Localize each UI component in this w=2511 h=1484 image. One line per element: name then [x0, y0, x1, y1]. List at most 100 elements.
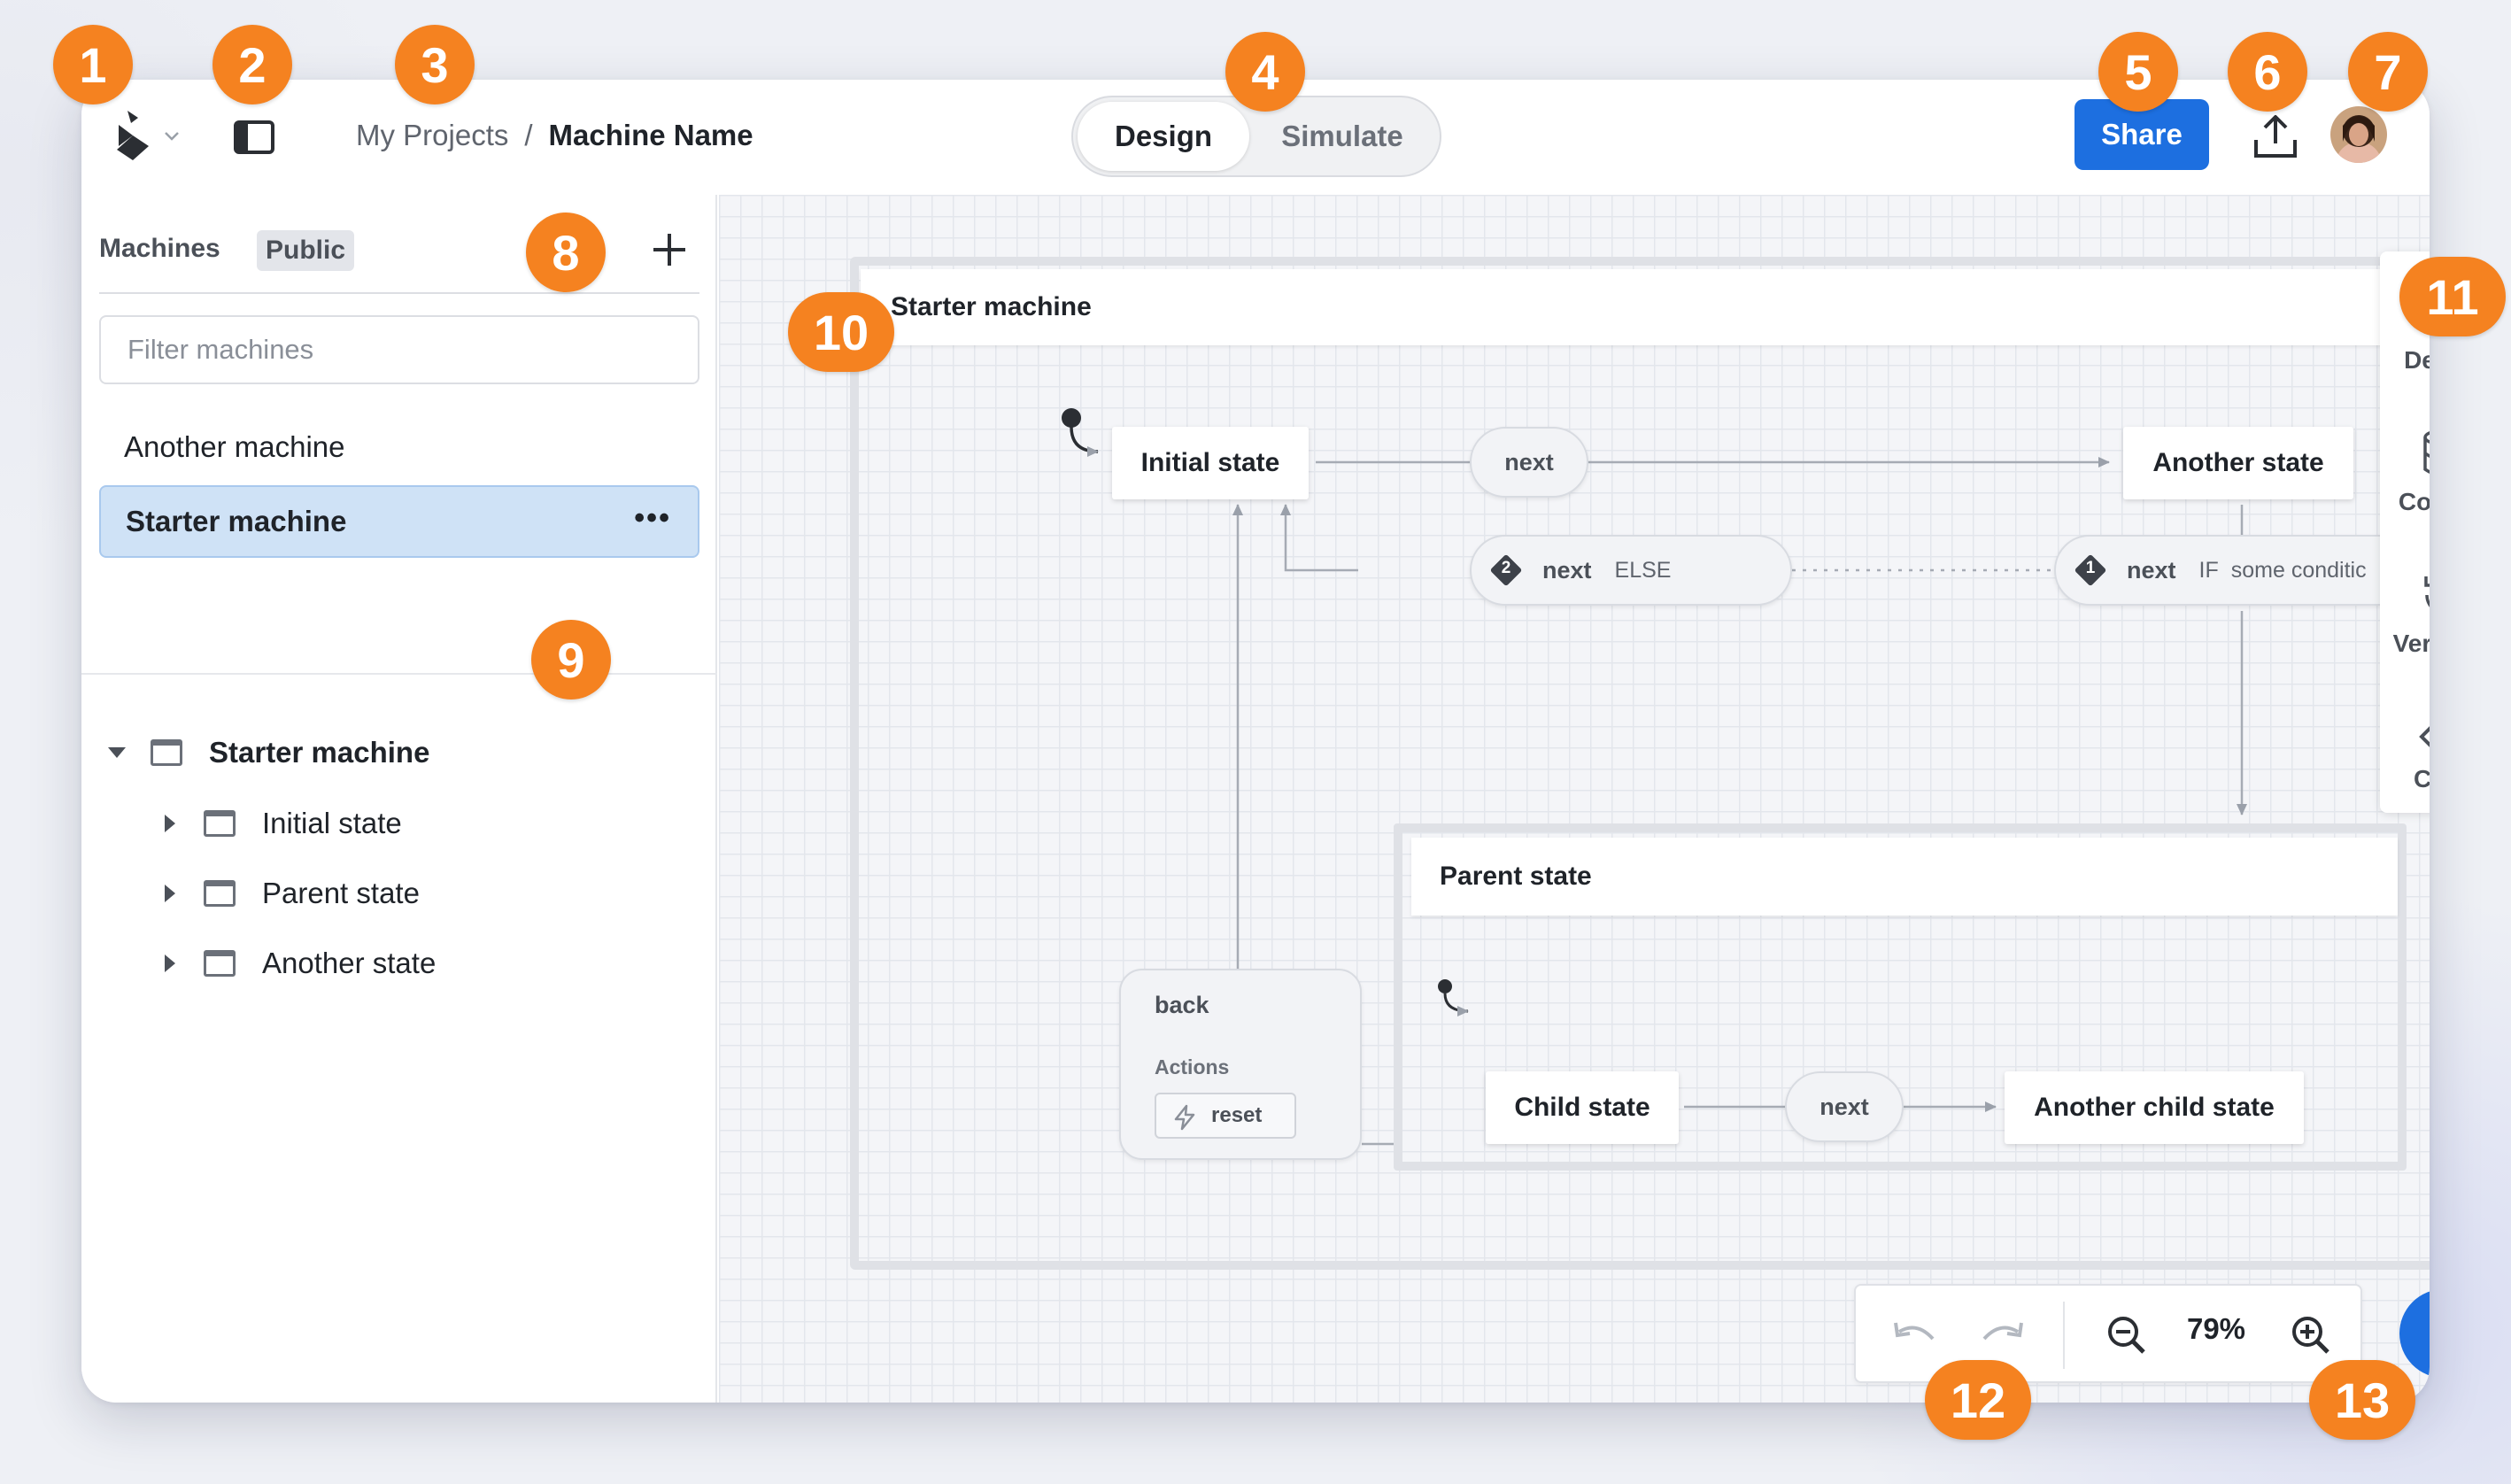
- breadcrumb-separator: /: [524, 119, 533, 151]
- state-child[interactable]: Child state: [1486, 1071, 1679, 1144]
- state-parent[interactable]: Parent state: [1411, 838, 2398, 916]
- state-another-child[interactable]: Another child state: [2005, 1071, 2304, 1144]
- event-child-next[interactable]: next: [1785, 1071, 1904, 1142]
- machine-item-label: Starter machine: [126, 505, 347, 537]
- zoom-in-button[interactable]: [2284, 1309, 2337, 1362]
- logo-menu-button[interactable]: [106, 103, 181, 170]
- tree-item-parent-state[interactable]: Parent state: [152, 869, 420, 918]
- guard-order-icon: 2: [1491, 555, 1521, 585]
- export-button[interactable]: [2242, 103, 2309, 170]
- callout-badge: 3: [395, 25, 475, 104]
- machine-frame: [850, 257, 2430, 1270]
- zoom-out-icon: [2108, 1317, 2145, 1354]
- chevron-down-icon: [165, 132, 179, 141]
- callout-badge: 2: [212, 25, 292, 104]
- event-next-if[interactable]: 1 next IF some conditic: [2054, 535, 2382, 606]
- guard-condition: some conditic: [2230, 557, 2367, 583]
- action-reset[interactable]: reset: [1155, 1093, 1296, 1139]
- caret-right-icon[interactable]: [152, 884, 188, 903]
- undo-icon: [1894, 1322, 1935, 1341]
- state-node-icon: [151, 739, 182, 766]
- zoom-in-icon: [2292, 1317, 2329, 1354]
- caret-down-icon[interactable]: [99, 746, 135, 760]
- tree-root-row[interactable]: Starter machine: [99, 728, 429, 777]
- panel-tab-versions[interactable]: Versions: [2380, 547, 2430, 680]
- parent-state-frame: [1394, 823, 2407, 1171]
- machine-item-starter[interactable]: Starter machine •••: [99, 485, 699, 558]
- guard-order-icon: 1: [2075, 555, 2105, 585]
- tree-root-label: Starter machine: [209, 736, 430, 769]
- code-icon: [2419, 726, 2430, 747]
- right-panel: Details Context Versions: [2380, 251, 2430, 813]
- machine-item-another[interactable]: Another machine: [99, 411, 699, 483]
- callout-badge: 4: [1225, 32, 1305, 112]
- sidebar-divider: [81, 673, 717, 675]
- stately-logo-icon: [117, 111, 149, 160]
- tab-simulate[interactable]: Simulate: [1281, 120, 1403, 152]
- panel-tab-label: Context: [2398, 488, 2430, 515]
- tree-item-initial-state[interactable]: Initial state: [152, 799, 402, 848]
- event-label: next: [1542, 556, 1592, 584]
- state-node-icon: [204, 880, 236, 907]
- more-options-icon[interactable]: •••: [634, 501, 671, 535]
- history-icon: [2424, 576, 2430, 607]
- user-avatar[interactable]: [2330, 106, 2387, 163]
- event-back[interactable]: back Actions reset: [1119, 969, 1362, 1160]
- filter-machines-input[interactable]: [99, 315, 699, 384]
- state-node-icon: [204, 810, 236, 837]
- breadcrumb-projects-link[interactable]: My Projects: [356, 119, 509, 151]
- breadcrumb: My Projects / Machine Name: [356, 113, 753, 158]
- callout-badge: 5: [2098, 32, 2178, 112]
- sidebar-panel-icon: [234, 120, 274, 154]
- plus-icon: [653, 234, 685, 266]
- callout-badge: 11: [2399, 257, 2506, 336]
- transition-wires: [1062, 408, 2247, 1146]
- avatar-image: [2330, 106, 2387, 163]
- callout-badge: 13: [2309, 1360, 2415, 1440]
- breadcrumb-machine-name[interactable]: Machine Name: [548, 119, 753, 151]
- tree-item-label: Parent state: [262, 877, 420, 909]
- sidebar-title: Machines: [99, 234, 220, 263]
- tree-item-another-state[interactable]: Another state: [152, 939, 436, 988]
- action-label: reset: [1211, 1103, 1263, 1127]
- event-label: next: [1820, 1093, 1869, 1120]
- machine-title[interactable]: Starter machine: [861, 269, 2430, 345]
- tab-design[interactable]: Design: [1078, 102, 1249, 171]
- machines-sidebar: Machines Public Another machine Starter …: [81, 195, 717, 1403]
- upload-icon: [2254, 115, 2297, 158]
- zoom-out-button[interactable]: [2100, 1309, 2153, 1362]
- caret-right-icon[interactable]: [152, 954, 188, 973]
- sidebar-toggle-button[interactable]: [232, 115, 276, 159]
- state-another[interactable]: Another state: [2123, 427, 2353, 499]
- actions-label: Actions: [1155, 1055, 1230, 1078]
- panel-tab-label: Details: [2404, 346, 2430, 374]
- callout-badge: 10: [788, 292, 894, 372]
- event-label: back: [1155, 992, 1209, 1018]
- app-window: My Projects / Machine Name Design Simula…: [81, 80, 2430, 1403]
- machine-item-label: Another machine: [124, 430, 345, 463]
- zoom-level[interactable]: 79%: [2186, 1312, 2246, 1345]
- panel-tab-label: Code: [2414, 765, 2430, 792]
- database-icon: [2423, 431, 2430, 474]
- callout-badge: 7: [2348, 32, 2428, 112]
- guard-keyword: ELSE: [1614, 557, 1672, 583]
- editor-canvas[interactable]: Starter machine Initial state Another st…: [719, 195, 2430, 1403]
- state-initial[interactable]: Initial state: [1112, 427, 1309, 499]
- undo-button[interactable]: [1888, 1309, 1941, 1362]
- event-label: next: [2127, 556, 2176, 584]
- state-node-icon: [204, 950, 236, 977]
- redo-button[interactable]: [1976, 1309, 2029, 1362]
- caret-right-icon[interactable]: [152, 814, 188, 833]
- panel-tab-context[interactable]: Context: [2380, 406, 2430, 538]
- event-next[interactable]: next: [1470, 427, 1588, 498]
- tree-item-label: Initial state: [262, 807, 402, 839]
- guard-keyword: IF: [2198, 557, 2219, 583]
- event-next-else[interactable]: 2 next ELSE: [1470, 535, 1792, 606]
- callout-badge: 9: [531, 620, 611, 699]
- lightning-icon: [1174, 1104, 1195, 1131]
- mode-toggle: Design Simulate: [1071, 96, 1441, 177]
- visibility-badge[interactable]: Public: [257, 230, 355, 271]
- add-machine-button[interactable]: [643, 223, 696, 276]
- callout-badge: 8: [526, 213, 606, 292]
- panel-tab-code[interactable]: Code: [2380, 689, 2430, 822]
